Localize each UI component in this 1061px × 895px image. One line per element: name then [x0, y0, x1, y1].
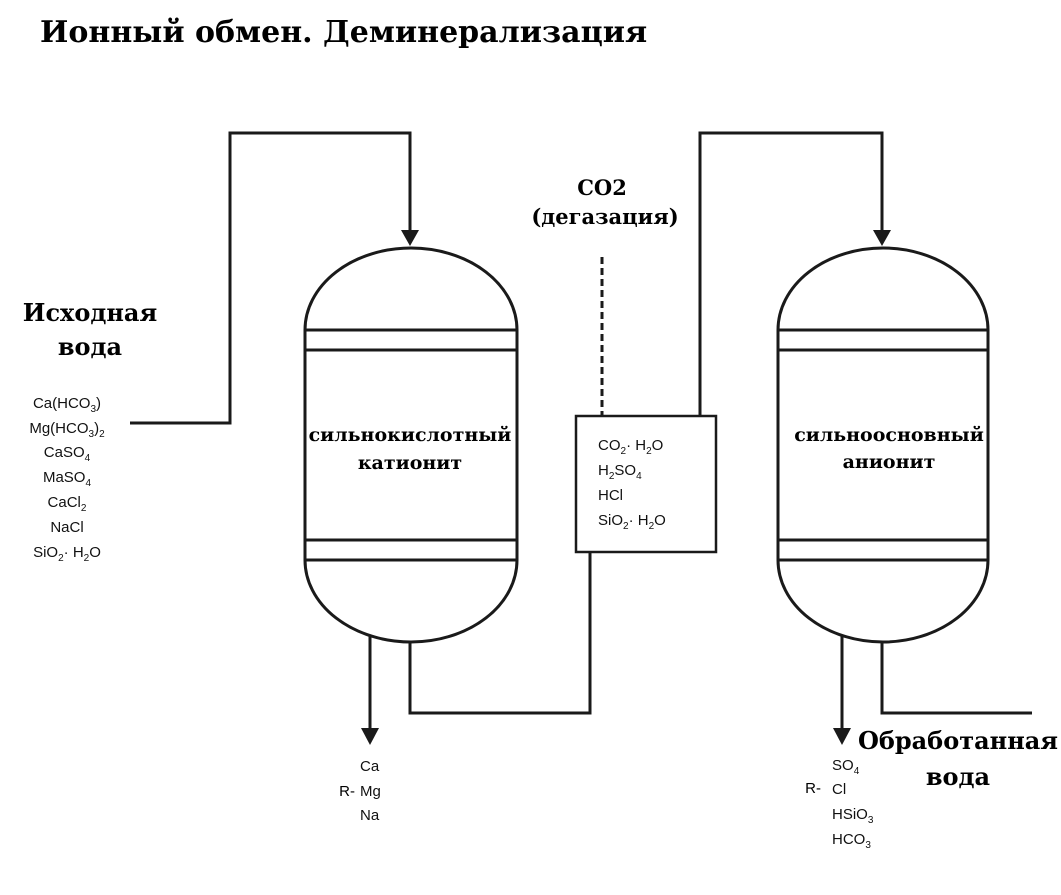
box-ion: HCl	[598, 487, 623, 504]
box-ion: H2SO4	[598, 462, 642, 482]
box-ion: CO2· H2O	[598, 437, 663, 457]
source-ion: Mg(HCO3)2	[29, 420, 105, 440]
arrow-down-icon	[401, 230, 419, 246]
cation-waste-prefix: R-	[339, 783, 355, 800]
arrow-down-icon	[833, 728, 851, 745]
outlet-pipe	[880, 640, 1032, 715]
degassing-label: (дегазация)	[531, 204, 678, 229]
source-ion: CaSO4	[44, 444, 91, 464]
anion-vessel	[776, 246, 990, 644]
treated-water-label-line1: Обработанная	[858, 726, 1058, 755]
anion-waste-ion: Cl	[832, 781, 846, 798]
inlet-pipe	[130, 131, 412, 425]
cation-vessel-label-line1: сильнокислотный	[309, 424, 512, 446]
cation-waste-ion: Na	[360, 807, 380, 824]
cation-waste-ion: Mg	[360, 783, 381, 800]
source-ion: NaCl	[50, 519, 83, 536]
source-ion: CaCl2	[48, 494, 87, 514]
page-title: Ионный обмен. Деминерализация	[40, 15, 647, 50]
arrow-down-icon	[361, 728, 379, 745]
anion-waste-ion: HSiO3	[832, 806, 874, 826]
degassing-box	[574, 414, 718, 554]
source-ion: MaSO4	[43, 469, 92, 489]
pipes	[130, 131, 1032, 730]
box-ion: SiO2· H2O	[598, 512, 666, 532]
source-ions-list: Ca(HCO3) Mg(HCO3)2CaSO4MaSO4CaCl2NaClSiO2…	[29, 395, 105, 564]
source-ion: SiO2· H2O	[33, 544, 101, 564]
cation-waste-ion: Ca	[360, 758, 380, 775]
anion-waste-prefix: R-	[805, 780, 821, 797]
anion-waste-ion: HCO3	[832, 831, 871, 851]
source-water-label-line2: вода	[58, 332, 122, 361]
cation-to-box-pipe	[408, 553, 592, 715]
box-to-anion-pipe	[698, 131, 884, 416]
source-ion: Ca(HCO3)	[33, 395, 101, 415]
cation-vessel-label-line2: катионит	[358, 452, 462, 474]
treated-water-label-line2: вода	[926, 762, 990, 791]
arrow-down-icon	[873, 230, 891, 246]
arrow-heads	[361, 230, 891, 745]
cation-vessel	[303, 246, 519, 644]
source-water-label-line1: Исходная	[23, 298, 157, 327]
anion-vessel-label-line1: сильноосновный	[794, 424, 984, 446]
anion-waste-ion: SO4	[832, 757, 860, 777]
co2-label: CO2	[577, 175, 627, 200]
anion-vessel-label-line2: анионит	[843, 451, 936, 473]
